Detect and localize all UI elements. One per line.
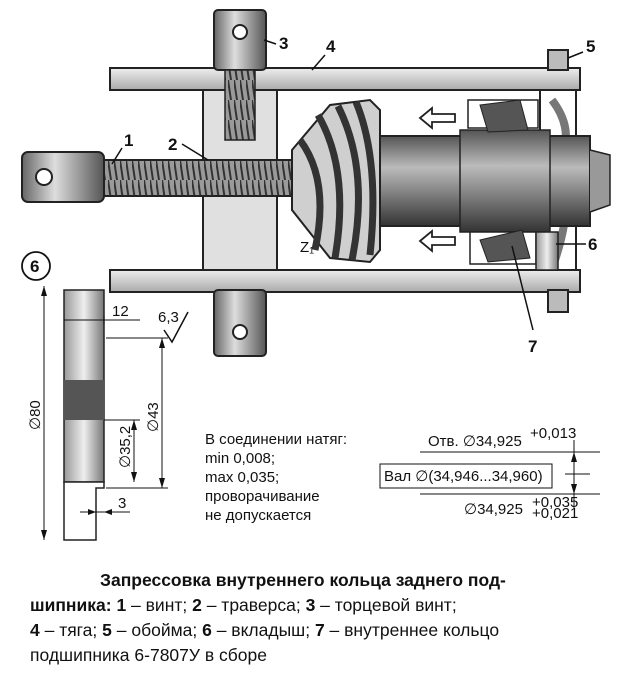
- press-arrow-top: [418, 106, 456, 130]
- figure-caption: Запрессовка внутреннего кольца заднего п…: [30, 568, 620, 668]
- svg-text:+0,021: +0,021: [532, 505, 578, 522]
- svg-text:∅80: ∅80: [27, 400, 44, 430]
- caption-line-3: 4 – тяга; 5 – обойма; 6 – вкладыш; 7 – в…: [30, 620, 500, 640]
- svg-text:6: 6: [30, 257, 39, 276]
- fit-note: В соединении натяг: min 0,008; max 0,035…: [205, 430, 347, 525]
- callout-3: 3: [263, 34, 288, 53]
- svg-text:∅35,2: ∅35,2: [117, 426, 134, 468]
- svg-text:7: 7: [528, 337, 537, 356]
- callout-7: 7: [511, 245, 537, 356]
- inner-ring-bearing: [469, 229, 537, 265]
- svg-text:Вал ∅(34,946...34,960): Вал ∅(34,946...34,960): [384, 468, 543, 485]
- svg-text:12: 12: [112, 303, 129, 320]
- svg-text:1: 1: [124, 131, 133, 150]
- end-screw-bottom: [213, 289, 267, 357]
- svg-text:Отв. ∅34,925: Отв. ∅34,925: [428, 433, 522, 450]
- tolerance-scheme: Отв. ∅34,925 +0,013 Вал ∅(34,946...34,96…: [379, 425, 600, 522]
- svg-text:6: 6: [588, 235, 597, 254]
- callout-2: 2: [168, 135, 209, 161]
- caption-line-2: шипника: 1 – винт; 2 – траверса; 3 – тор…: [30, 595, 457, 615]
- svg-text:4: 4: [326, 37, 336, 56]
- svg-text:6,3: 6,3: [158, 309, 179, 326]
- fit-note-line-3: max 0,035;: [205, 469, 280, 486]
- svg-text:+0,013: +0,013: [530, 425, 576, 442]
- svg-text:+0,035: +0,035: [532, 494, 578, 511]
- callout-1: 1: [111, 131, 133, 165]
- bearing-top: [467, 99, 539, 133]
- end-screw-top: [213, 9, 267, 141]
- insert: [535, 231, 559, 271]
- detail-view-6: 6 ∅80 12 ∅43 ∅35,2 3 6,3: [21, 251, 189, 541]
- puller-assembly-drawing: Z₁ 1 2 3 4 5 6 7 6 ∅80: [21, 9, 611, 541]
- gear-label: Z₁: [300, 239, 314, 256]
- svg-text:∅34,925: ∅34,925: [464, 501, 523, 518]
- svg-text:∅43: ∅43: [145, 402, 162, 432]
- svg-text:3: 3: [118, 495, 126, 512]
- tie-rod-top: [109, 67, 581, 91]
- callout-5: 5: [567, 37, 595, 59]
- svg-text:3: 3: [279, 34, 288, 53]
- fit-note-line-2: min 0,008;: [205, 450, 276, 467]
- press-arrow-bottom: [418, 229, 456, 253]
- caption-title: Запрессовка внутреннего кольца заднего п…: [100, 570, 506, 590]
- svg-text:5: 5: [586, 37, 595, 56]
- pinion-gear: [291, 98, 381, 264]
- svg-text:2: 2: [168, 135, 177, 154]
- caption-line-4: подшипника 6-7807У в сборе: [30, 645, 268, 665]
- main-screw: [21, 151, 301, 203]
- fit-note-line-4: проворачивание: [205, 488, 320, 505]
- pinion-shaft: [379, 129, 611, 233]
- callout-4: 4: [311, 37, 336, 71]
- callout-6: 6: [556, 235, 597, 254]
- fit-note-line-1: В соединении натяг:: [205, 431, 348, 448]
- fit-note-line-5: не допускается: [205, 507, 312, 524]
- tie-rod-bottom: [109, 269, 581, 293]
